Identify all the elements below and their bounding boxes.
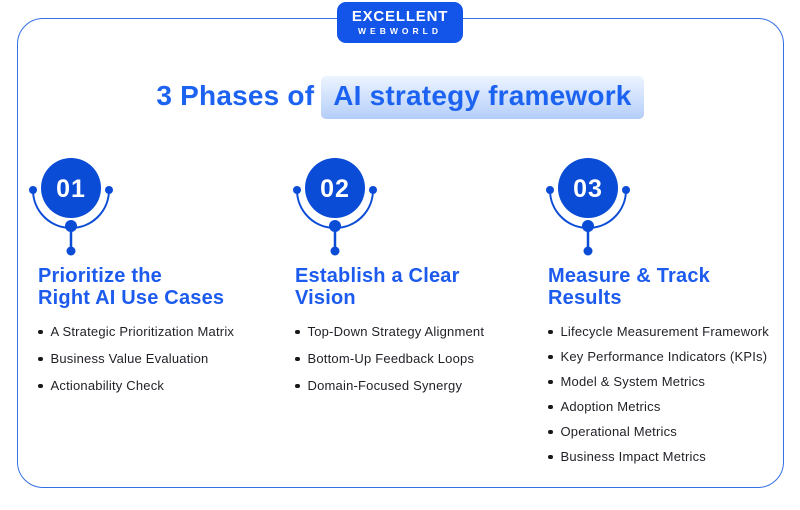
phase-number: 02 bbox=[320, 175, 350, 203]
bullet-item: Key Performance Indicators (KPIs) bbox=[548, 348, 788, 366]
marker-right-dot bbox=[105, 186, 113, 194]
marker-bottom-dot bbox=[329, 220, 341, 232]
bullet-item: Actionability Check bbox=[38, 377, 278, 395]
bullet-dot bbox=[295, 329, 300, 334]
bullet-dot bbox=[548, 454, 553, 459]
bullet-text: Operational Metrics bbox=[560, 424, 678, 439]
marker-left-dot bbox=[546, 186, 554, 194]
phase-number-circle bbox=[558, 158, 618, 218]
marker-end-dot bbox=[583, 246, 593, 256]
bullet-text: A Strategic Prioritization Matrix bbox=[50, 324, 235, 339]
phase-2-marker: 02 bbox=[293, 158, 377, 256]
bullet-dot bbox=[548, 404, 553, 409]
phase-1-marker: 01 bbox=[29, 158, 113, 256]
bullet-dot bbox=[548, 379, 553, 384]
phase-2-bullets: Top-Down Strategy Alignment Bottom-Up Fe… bbox=[295, 323, 533, 395]
phase-1-section: Prioritize the Right AI Use Cases A Stra… bbox=[38, 265, 278, 404]
phase-number: 03 bbox=[573, 175, 603, 203]
bullet-text: Actionability Check bbox=[50, 378, 165, 393]
phase-1-heading: Prioritize the Right AI Use Cases bbox=[38, 265, 225, 309]
brand-logo: EXCELLENT WEBWORLD bbox=[337, 2, 463, 43]
marker-left-dot bbox=[29, 186, 37, 194]
marker-right-dot bbox=[622, 186, 630, 194]
marker-bottom-dot bbox=[65, 220, 77, 232]
phase-2-section: Establish a Clear Vision Top-Down Strate… bbox=[295, 265, 533, 404]
bullet-text: Adoption Metrics bbox=[560, 399, 661, 414]
bullet-item: Model & System Metrics bbox=[548, 373, 788, 391]
bullet-text: Bottom-Up Feedback Loops bbox=[307, 351, 475, 366]
logo-text-secondary: WEBWORLD bbox=[358, 25, 442, 36]
bullet-dot bbox=[548, 354, 553, 359]
bullet-dot bbox=[548, 329, 553, 334]
bullet-dot bbox=[38, 383, 43, 388]
bullet-item: A Strategic Prioritization Matrix bbox=[38, 323, 278, 341]
phase-3-bullets: Lifecycle Measurement Framework Key Perf… bbox=[548, 323, 788, 466]
bullet-text: Model & System Metrics bbox=[560, 374, 706, 389]
marker-end-dot bbox=[66, 246, 76, 256]
bullet-dot bbox=[295, 383, 300, 388]
bullet-dot bbox=[548, 429, 553, 434]
bullet-text: Business Value Evaluation bbox=[50, 351, 209, 366]
bullet-text: Domain-Focused Synergy bbox=[307, 378, 463, 393]
bullet-text: Business Impact Metrics bbox=[560, 449, 706, 464]
bullet-item: Business Impact Metrics bbox=[548, 448, 788, 466]
bullet-item: Operational Metrics bbox=[548, 423, 788, 441]
bullet-dot bbox=[38, 356, 43, 361]
bullet-text: Top-Down Strategy Alignment bbox=[307, 324, 485, 339]
marker-bottom-dot bbox=[582, 220, 594, 232]
bullet-item: Top-Down Strategy Alignment bbox=[295, 323, 533, 341]
phase-number: 01 bbox=[56, 175, 86, 203]
phase-number-circle bbox=[41, 158, 101, 218]
phase-3-heading: Measure & Track Results bbox=[548, 265, 710, 309]
bullet-item: Domain-Focused Synergy bbox=[295, 377, 533, 395]
bullet-item: Adoption Metrics bbox=[548, 398, 788, 416]
title-prefix: 3 Phases of bbox=[156, 80, 315, 111]
marker-left-dot bbox=[293, 186, 301, 194]
phase-3-section: Measure & Track Results Lifecycle Measur… bbox=[548, 265, 788, 473]
phase-1-bullets: A Strategic Prioritization Matrix Busine… bbox=[38, 323, 278, 395]
bullet-item: Bottom-Up Feedback Loops bbox=[295, 350, 533, 368]
bullet-dot bbox=[295, 356, 300, 361]
marker-right-dot bbox=[369, 186, 377, 194]
title-highlight: AI strategy framework bbox=[321, 76, 644, 119]
bullet-text: Key Performance Indicators (KPIs) bbox=[560, 349, 768, 364]
logo-text-primary: EXCELLENT bbox=[351, 7, 449, 25]
bullet-text: Lifecycle Measurement Framework bbox=[560, 324, 769, 339]
bullet-dot bbox=[38, 329, 43, 334]
bullet-item: Business Value Evaluation bbox=[38, 350, 278, 368]
bullet-item: Lifecycle Measurement Framework bbox=[548, 323, 788, 341]
marker-end-dot bbox=[330, 246, 340, 256]
phase-3-marker: 03 bbox=[546, 158, 630, 256]
phase-2-heading: Establish a Clear Vision bbox=[295, 265, 460, 309]
phase-number-circle bbox=[305, 158, 365, 218]
